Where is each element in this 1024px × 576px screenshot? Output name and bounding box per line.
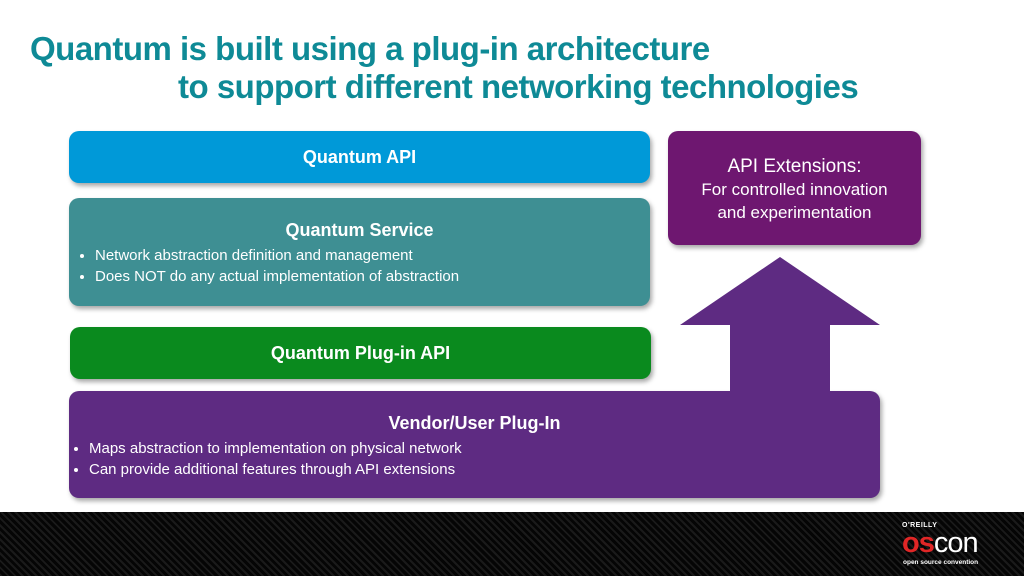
list-item: Maps abstraction to implementation on ph… [89, 438, 880, 459]
title-line-2: to support different networking technolo… [178, 68, 859, 105]
vendor-plugin-bullets: Maps abstraction to implementation on ph… [69, 438, 880, 480]
quantum-api-box: Quantum API [69, 131, 650, 183]
vendor-plugin-box: Vendor/User Plug-In Maps abstraction to … [69, 391, 880, 498]
api-extensions-line-2: and experimentation [717, 203, 872, 222]
list-item: Can provide additional features through … [89, 459, 880, 480]
logo-os: os [902, 527, 935, 559]
logo-mark: oscon [902, 527, 979, 559]
oscon-logo: O'REILLY oscon open source convention [900, 522, 1010, 568]
api-extensions-title: API Extensions: [727, 156, 862, 177]
quantum-api-label: Quantum API [302, 147, 417, 167]
quantum-service-box: Quantum Service Network abstraction defi… [69, 198, 650, 306]
logo-con: con [933, 527, 979, 559]
quantum-service-bullets: Network abstraction definition and manag… [69, 245, 650, 287]
quantum-service-label: Quantum Service [285, 220, 434, 240]
list-item: Does NOT do any actual implementation of… [95, 266, 650, 287]
api-extensions-box: API Extensions: For controlled innovatio… [668, 131, 921, 245]
vendor-plugin-label: Vendor/User Plug-In [388, 413, 561, 433]
api-extensions-line-1: For controlled innovation [701, 180, 888, 199]
footer-bar [0, 512, 1024, 576]
list-item: Network abstraction definition and manag… [95, 245, 650, 266]
up-arrow-icon [680, 257, 880, 392]
plugin-api-label: Quantum Plug-in API [270, 343, 451, 363]
logo-publisher: O'REILLY [902, 522, 938, 529]
title-line-1: Quantum is built using a plug-in archite… [30, 30, 710, 67]
logo-tagline: open source convention [903, 559, 979, 566]
plugin-api-box: Quantum Plug-in API [70, 327, 651, 379]
